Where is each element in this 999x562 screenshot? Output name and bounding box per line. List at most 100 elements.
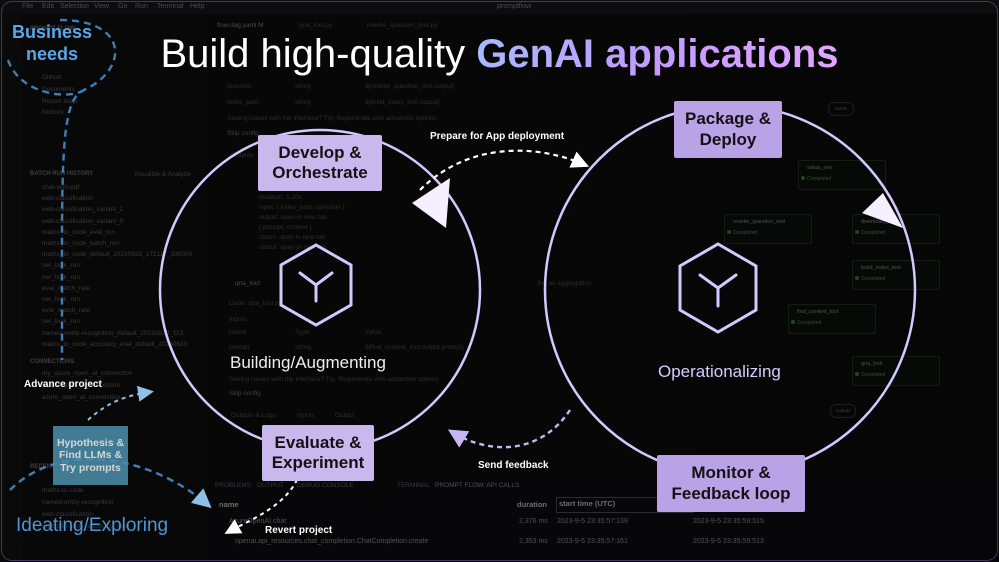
batch-run-item[interactable]: eval_match_rate — [42, 284, 91, 292]
node-code-line: Code: qna_tool.py — [229, 300, 282, 307]
menu-selection[interactable]: Selection — [60, 3, 89, 10]
sidebar-link-notices[interactable]: Notices — [42, 109, 64, 116]
menu-terminal[interactable]: Terminal — [157, 3, 184, 10]
deploy-arrow — [419, 149, 590, 191]
trace-row-end: 2023-9-5 23:35:59:515 — [693, 518, 764, 525]
batch-run-item[interactable]: web-classification_variant_0 — [42, 217, 124, 225]
trace-row-start: 2023-9-5 23:35:57:139 — [557, 518, 628, 525]
advance-path — [87, 385, 154, 421]
title-highlight: GenAI applications — [476, 32, 839, 76]
batch-run-item[interactable]: web-classification_variant_1 — [42, 206, 124, 214]
panel-tab[interactable]: OUTPUT — [257, 482, 284, 489]
graph-outputs[interactable]: outputs — [830, 404, 856, 418]
connection-item[interactable]: azure_open_ai_connection — [42, 382, 121, 389]
recent-item[interactable]: web-classification — [42, 511, 93, 518]
prompt-type: string — [295, 344, 311, 351]
prompt-value[interactable]: ${find_context_tool.output.prompt} — [365, 344, 465, 351]
ops-loop-arrowhead — [862, 193, 903, 228]
graph-inputs[interactable]: inputs — [828, 102, 854, 116]
outputs-logs-tab[interactable]: Outputs & Logs — [231, 412, 276, 419]
batch-run-item[interactable]: web-classification — [42, 195, 93, 203]
tab-rewrite-question[interactable]: rewrite_question_tool.py — [367, 22, 438, 29]
page-title: Build high-quality GenAI applications — [0, 32, 999, 77]
inputs-tab[interactable]: Inputs — [297, 412, 315, 419]
menu-view[interactable]: View — [94, 3, 110, 10]
sidebar-header: PROMPT FLOW — [30, 26, 75, 32]
promptflow-logo-right — [678, 242, 758, 334]
status-dot — [791, 320, 795, 324]
ideation-bottom-curve — [9, 457, 212, 509]
connections-header: CONNECTIONS — [30, 359, 75, 365]
skip-config[interactable]: Skip config — [229, 390, 261, 397]
prepare-deploy-label: Prepare for App deployment — [430, 131, 565, 142]
batch-run-item[interactable]: chat-with-pdf — [42, 184, 80, 191]
connection-item[interactable]: my_azure_open_ai_connection — [42, 370, 133, 377]
sidebar-link-github[interactable]: Github — [42, 74, 62, 81]
aggregation-toggle[interactable]: Set as aggregation — [537, 280, 592, 287]
issue-hint: Seeing issues with the interface? Try: R… — [227, 115, 437, 122]
panel-tab[interactable]: DEBUG CONSOLE — [297, 482, 354, 489]
node-label: find_context_tool — [797, 309, 839, 315]
batch-run-item[interactable]: maths_to_code_accuracy_eval_default_2023… — [42, 340, 188, 348]
menu-help[interactable]: Help — [190, 3, 205, 10]
menu-go[interactable]: Go — [118, 3, 128, 10]
build-loop-arrowhead — [412, 178, 450, 228]
outputs-tab[interactable]: Outputs — [231, 152, 254, 159]
batch-run-item[interactable]: maths_to_code_default_20230828_172117_33… — [42, 251, 193, 259]
node-status: Completed — [797, 320, 822, 326]
recent-item[interactable]: maths-to-code_accuracy_eval — [42, 523, 129, 530]
batch-run-item[interactable]: eval_match_rate — [42, 307, 91, 315]
monitor-feedback-box: Monitor & Feedback loop — [657, 455, 805, 512]
field-type: string — [295, 83, 311, 90]
menu-run[interactable]: Run — [135, 3, 148, 10]
menu-file[interactable]: File — [22, 3, 34, 10]
building-caption: Building/Augmenting — [230, 353, 386, 372]
run-detail[interactable]: stdout: open in new tab — [259, 244, 327, 251]
prompt-name: prompt — [229, 344, 250, 351]
connection-item[interactable]: azure_open_ai_connection — [42, 394, 121, 401]
sidebar-link-report-bugs[interactable]: Report bugs — [42, 98, 78, 105]
run-detail[interactable]: stderr: open in new tab — [259, 234, 326, 241]
menu-edit[interactable]: Edit — [42, 3, 55, 10]
field-value[interactable]: ${rewrite_question_tool.output} — [365, 83, 455, 90]
sidebar-link-documents[interactable]: Documents — [42, 86, 75, 93]
trace-row-name[interactable]: openai.api_resources.chat_completion.Cha… — [235, 538, 429, 545]
visualize-analyze-button[interactable]: Visualize & Analyze — [134, 171, 191, 178]
run-detail[interactable]: output: open in new tab — [259, 214, 327, 221]
title-prefix: Build high-quality — [160, 32, 466, 76]
panel-tab-active[interactable]: PROMPT FLOW: API CALLS — [435, 482, 520, 489]
business-needs-label: Business needs — [12, 22, 93, 64]
trace-row-end: 2023-9-5 23:35:59:513 — [693, 538, 764, 545]
batch-run-item[interactable]: maths_to_code_batch_run — [42, 240, 119, 247]
panel-tab[interactable]: PROBLEMS — [215, 482, 252, 489]
window-title: promptflow — [497, 3, 532, 10]
batch-run-item[interactable]: named-entity-recognition_default_2023082… — [42, 329, 184, 337]
field-type: string — [295, 99, 311, 106]
promptflow-logo-left — [279, 243, 353, 327]
col-value: Value — [365, 329, 382, 336]
status-dot — [801, 176, 805, 180]
node-status: Completed — [807, 176, 832, 182]
col-type: Type — [295, 329, 310, 336]
send-feedback-label: Send feedback — [478, 460, 549, 471]
field-value[interactable]: ${build_index_tool.output} — [365, 99, 440, 106]
skip-config[interactable]: Skip config — [227, 130, 259, 137]
output-tab[interactable]: Output — [335, 412, 355, 419]
tab-flow-dag[interactable]: flow.dag.yaml M — [217, 22, 264, 29]
tab-qna-tool[interactable]: qna_tool.py — [299, 22, 333, 29]
node-label: qna_tool — [861, 361, 883, 367]
trace-header-name: name — [219, 500, 239, 509]
recent-item[interactable]: maths-to-code — [42, 487, 84, 494]
recent-item[interactable]: named-entity-recognition — [42, 499, 114, 506]
batch-run-item[interactable]: maths_to_code_eval_run — [42, 228, 115, 236]
package-deploy-box: Package & Deploy — [674, 101, 782, 158]
trace-row-name[interactable]: AzureOpenAI.chat — [229, 518, 287, 525]
panel-tab[interactable]: TERMINAL — [397, 482, 430, 489]
